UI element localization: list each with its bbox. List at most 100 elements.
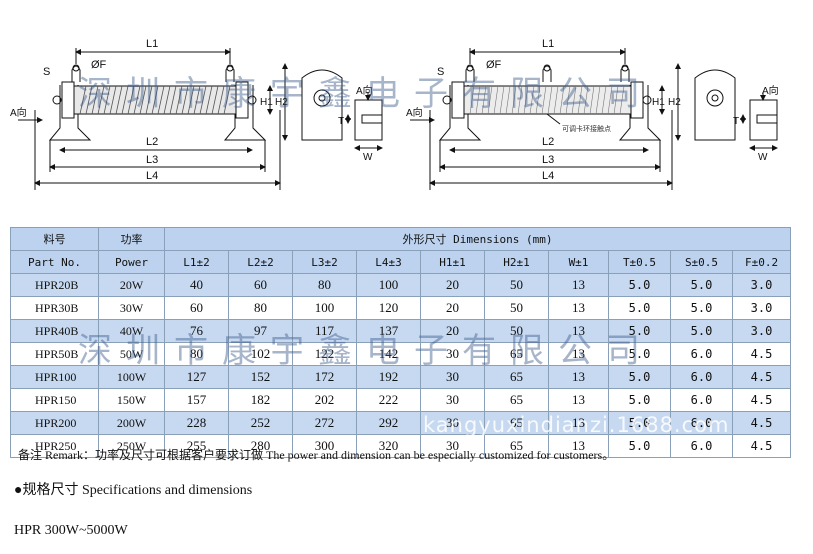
dimension-cell: 202	[292, 388, 357, 412]
dimension-cell: 60	[164, 296, 229, 320]
right-drawing-labels: L1 L2 L3 L4 S ØF H1 H2 A向 A向 T W 可调卡环接触点	[406, 38, 779, 182]
label-A-side-right: A向	[762, 84, 779, 97]
dimension-cell: 65	[484, 342, 549, 366]
label-S-right: S	[437, 66, 444, 78]
header-col: H1±1	[420, 250, 485, 274]
section-title: ●规格尺寸 Specifications and dimensions	[14, 483, 253, 498]
header-col: F±0.2	[731, 250, 792, 274]
label-L2-right: L2	[542, 136, 554, 148]
dimension-cell: 192	[356, 365, 421, 389]
dimension-cell: 222	[356, 388, 421, 412]
dimension-cell: 5.0	[608, 388, 671, 412]
part-number-cell: HPR20B	[10, 273, 99, 297]
dimension-cell: 13	[548, 273, 609, 297]
dimension-cell: 40	[164, 273, 229, 297]
dimension-cell: 20	[420, 319, 485, 343]
label-W-right: W	[758, 152, 768, 163]
part-number-cell: HPR50B	[10, 342, 99, 366]
dimension-cell: 100	[292, 296, 357, 320]
dimension-cell: 4.5	[731, 388, 792, 412]
header-col: L2±2	[228, 250, 293, 274]
dimension-cell: 80	[228, 296, 293, 320]
dimension-cell: 80	[292, 273, 357, 297]
power-cell: 30W	[98, 296, 165, 320]
part-number-cell: HPR40B	[10, 319, 99, 343]
dimension-cell: 320	[356, 434, 421, 458]
part-number-cell: HPR30B	[10, 296, 99, 320]
dimension-cell: 4.5	[731, 365, 792, 389]
label-F: ØF	[91, 59, 107, 71]
power-cell: 200W	[98, 411, 165, 435]
dimension-cell: 13	[548, 411, 609, 435]
dimension-cell: 137	[356, 319, 421, 343]
dimension-cell: 228	[164, 411, 229, 435]
dimension-cell: 280	[228, 434, 293, 458]
header-dimensions: 外形尺寸 Dimensions (mm)	[163, 227, 792, 251]
header-col: L4±3	[356, 250, 421, 274]
dimension-cell: 20	[420, 273, 485, 297]
dimension-cell: 5.0	[608, 296, 671, 320]
power-cell: 20W	[98, 273, 165, 297]
dimension-cell: 5.0	[670, 319, 733, 343]
dimension-cell: 300	[292, 434, 357, 458]
label-A-direction-right: A向	[406, 106, 423, 119]
dimension-cell: 65	[484, 434, 549, 458]
header-col: H2±1	[484, 250, 549, 274]
dimension-cell: 117	[292, 319, 357, 343]
dimension-cell: 65	[484, 411, 549, 435]
label-H1: H1	[260, 97, 273, 108]
dimension-cell: 13	[548, 365, 609, 389]
dimension-cell: 5.0	[670, 273, 733, 297]
dimension-cell: 76	[164, 319, 229, 343]
table-header-row: 料号 功率 外形尺寸 Dimensions (mm)	[10, 227, 792, 251]
label-W: W	[363, 152, 373, 163]
dimension-cell: 5.0	[608, 411, 671, 435]
dimension-cell: 255	[164, 434, 229, 458]
power-cell: 40W	[98, 319, 165, 343]
dimension-cell: 6.0	[670, 365, 733, 389]
label-F-right: ØF	[486, 59, 502, 71]
adjust-point-note: 可调卡环接触点	[562, 124, 611, 133]
part-number-cell: HPR100	[10, 365, 99, 389]
part-number-cell: HPR200	[10, 411, 99, 435]
model-range: HPR 300W~5000W	[14, 523, 128, 538]
dimension-cell: 30	[420, 411, 485, 435]
dimension-cell: 6.0	[670, 342, 733, 366]
dimension-cell: 172	[292, 365, 357, 389]
remark-text: 备注 Remark：功率及尺寸可根据客户要求订做 The power and d…	[18, 448, 615, 462]
dimension-cell: 65	[484, 388, 549, 412]
left-resistor-drawing	[18, 48, 383, 190]
dimension-cell: 5.0	[608, 365, 671, 389]
dimension-cell: 50	[484, 319, 549, 343]
header-power-cn: 功率	[98, 227, 165, 251]
label-L2: L2	[146, 136, 158, 148]
dimension-cell: 5.0	[608, 434, 671, 458]
label-L1: L1	[146, 38, 158, 50]
dimension-cell: 3.0	[731, 319, 792, 343]
dimension-cell: 127	[164, 365, 229, 389]
left-drawing-labels: L1 L2 L3 L4 S ØF H1 H2 A向 A向 T W	[10, 38, 373, 182]
dimension-cell: 65	[484, 365, 549, 389]
table-subheader-row: Part No. Power L1±2 L2±2 L3±2 L4±3 H1±1 …	[10, 250, 792, 274]
label-T-right: T	[733, 116, 739, 127]
dimension-cell: 5.0	[608, 273, 671, 297]
label-L3-right: L3	[542, 154, 554, 166]
power-cell: 150W	[98, 388, 165, 412]
dimension-cell: 13	[548, 388, 609, 412]
dimension-cell: 60	[228, 273, 293, 297]
header-part-en: Part No.	[10, 250, 99, 274]
dimension-cell: 5.0	[608, 319, 671, 343]
label-A-side: A向	[356, 84, 373, 97]
dimension-cell: 272	[292, 411, 357, 435]
drawing-svg: L1 L2 L3 L4 S ØF H1 H2 A向 A向 T W	[10, 38, 779, 190]
power-cell: 250W	[98, 434, 165, 458]
header-col: S±0.5	[670, 250, 733, 274]
label-L1-right: L1	[542, 38, 554, 50]
right-resistor-drawing	[410, 48, 778, 190]
dimension-cell: 13	[548, 296, 609, 320]
label-H1-right: H1	[652, 97, 665, 108]
label-L4: L4	[146, 170, 158, 182]
